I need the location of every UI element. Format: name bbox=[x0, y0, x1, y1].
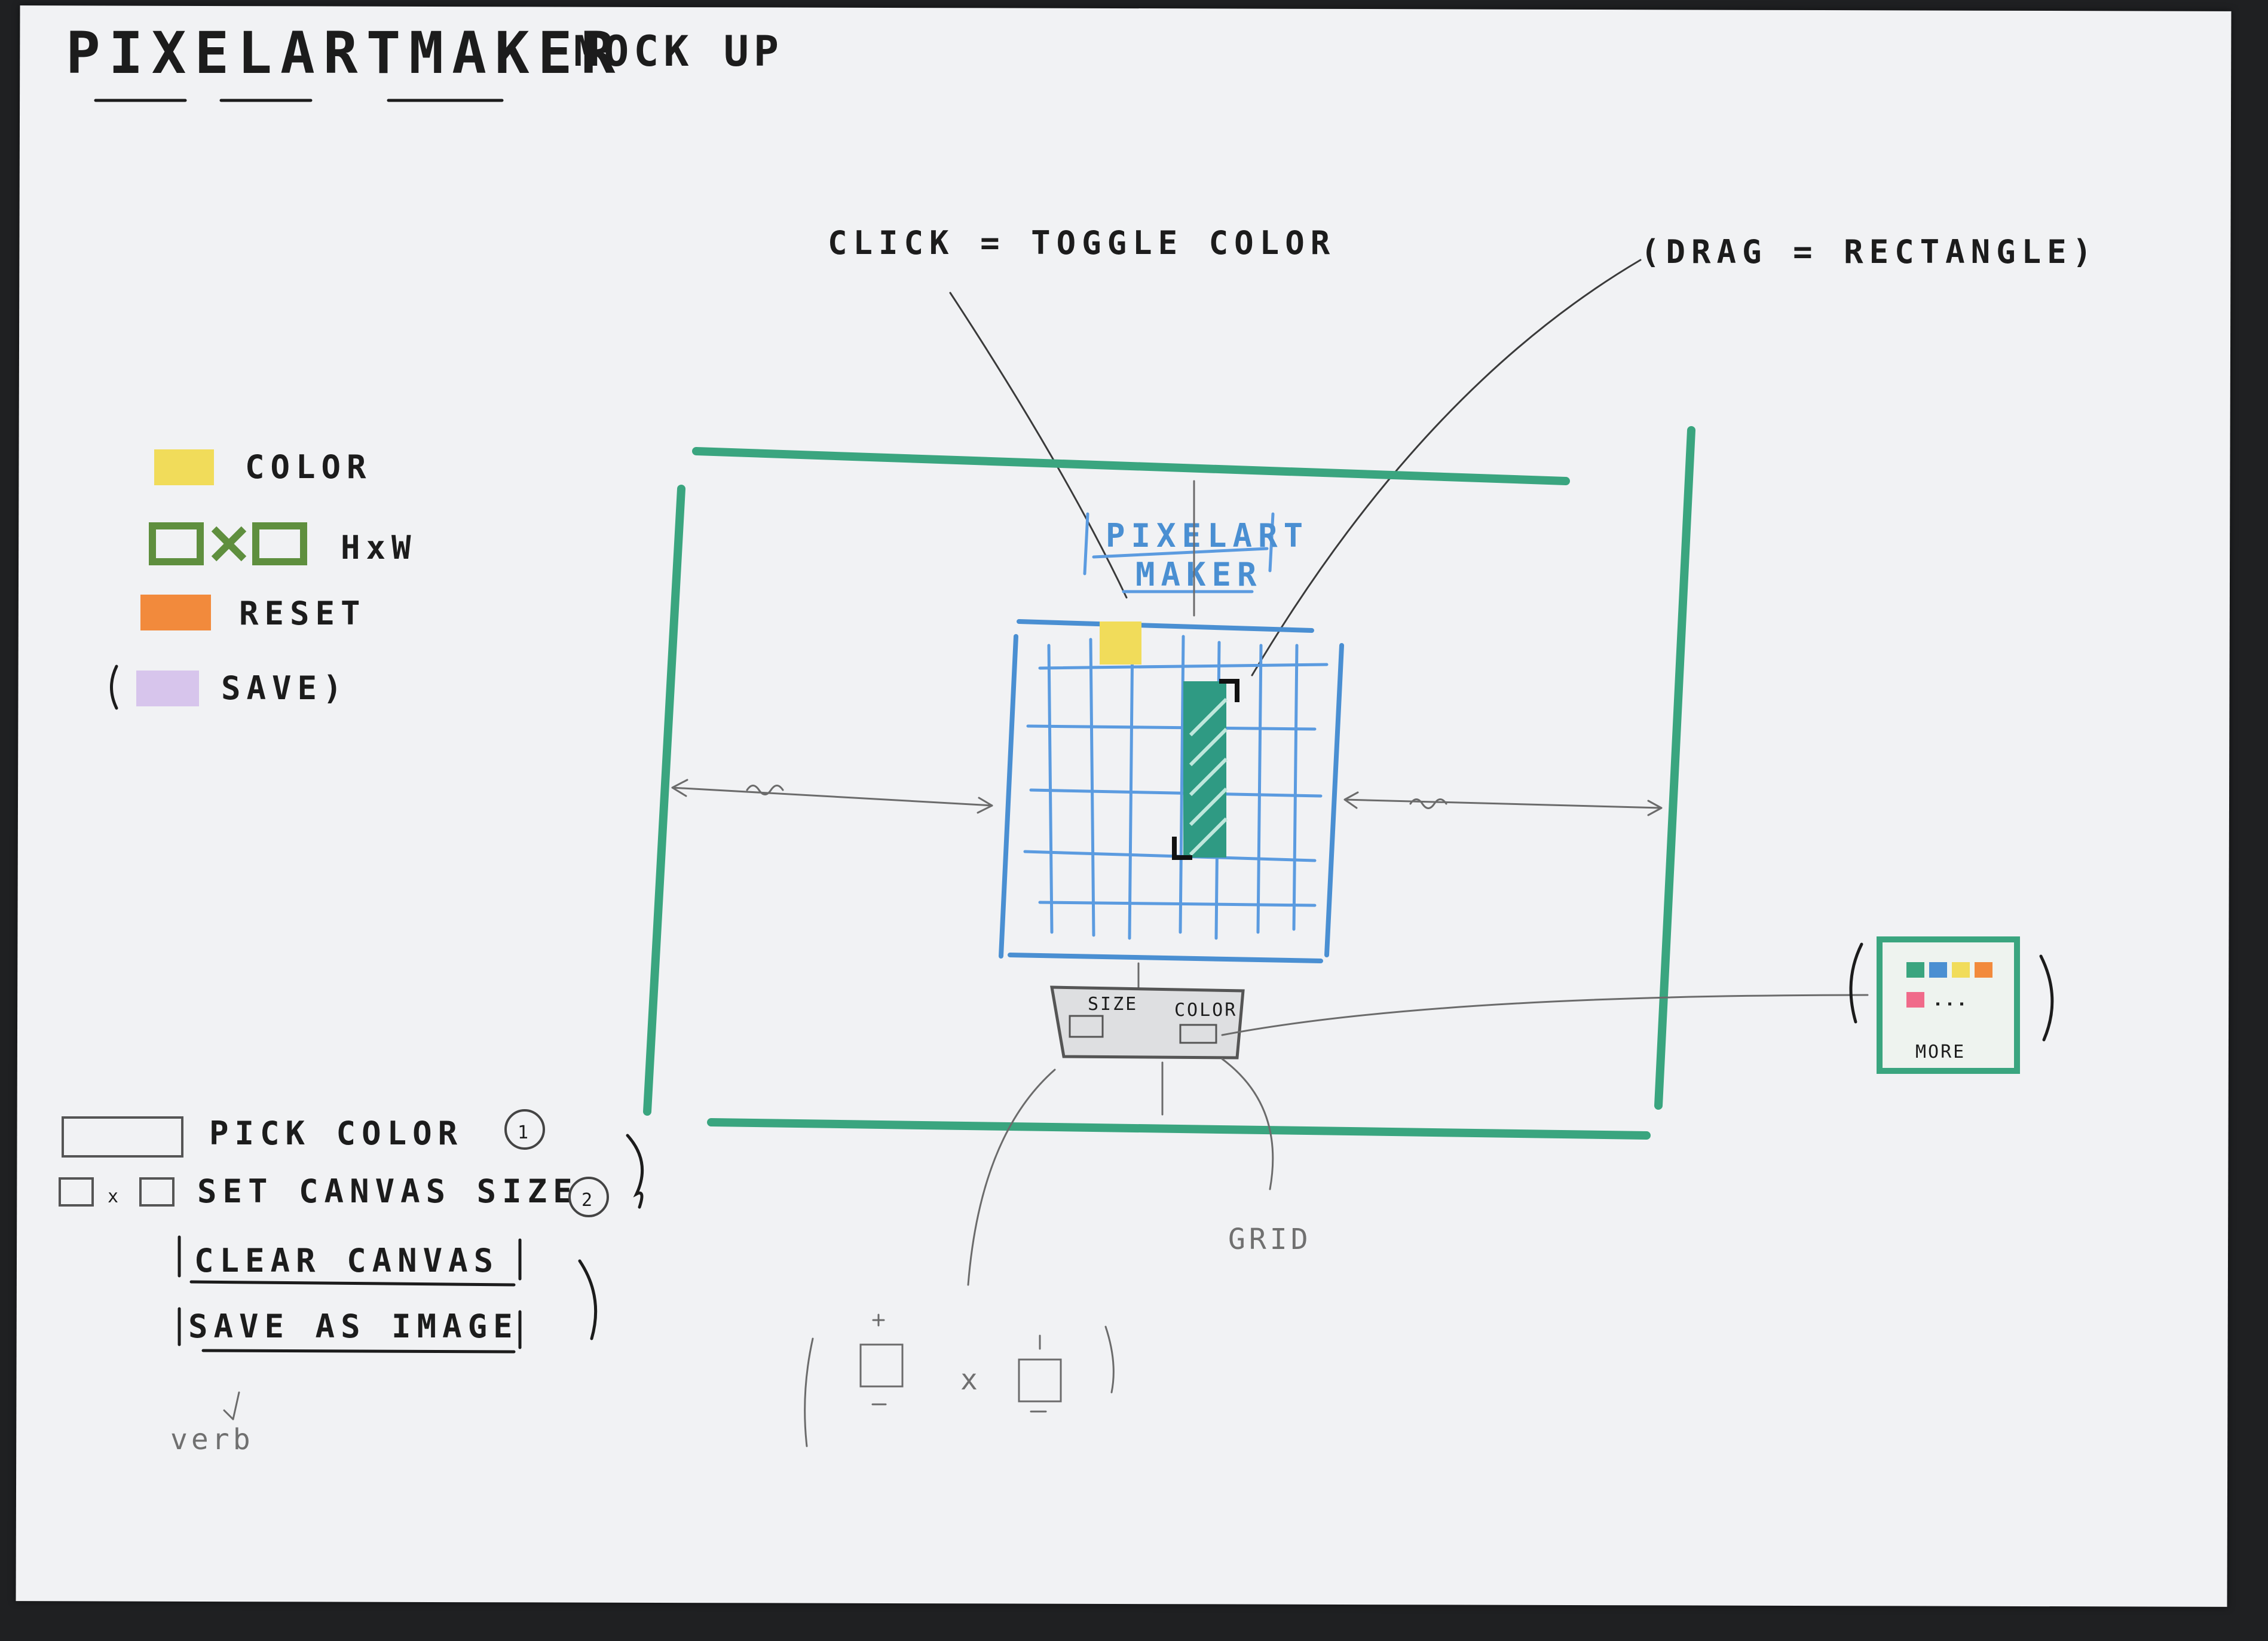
palette-more-label[interactable]: MORE bbox=[1915, 1042, 1966, 1063]
size-input-sketch: x bbox=[804, 1069, 1115, 1447]
palette-pink[interactable] bbox=[1906, 992, 1924, 1008]
pixel-grid[interactable] bbox=[999, 619, 1344, 963]
size-times: x bbox=[960, 1363, 981, 1397]
action-pick-color[interactable]: PICK COLOR bbox=[209, 1115, 463, 1152]
canvas-height-box[interactable] bbox=[59, 1177, 94, 1207]
legend-save-label: SAVE) bbox=[221, 669, 348, 707]
times-icon bbox=[211, 526, 247, 562]
width-box-icon[interactable] bbox=[252, 522, 307, 565]
height-box-icon[interactable] bbox=[149, 522, 204, 565]
palette-green[interactable] bbox=[1906, 962, 1924, 978]
drag-annotation: (DRAG = RECTANGLE) bbox=[1640, 233, 2098, 271]
legend-reset-label: RESET bbox=[239, 595, 366, 632]
action-set-canvas-size[interactable]: SET CANVAS SIZE bbox=[197, 1172, 579, 1210]
action-number-1: 1 bbox=[518, 1122, 530, 1143]
palette-blue[interactable] bbox=[1929, 962, 1947, 978]
toolbar-color-input[interactable] bbox=[1179, 1024, 1217, 1044]
svg-text:x: x bbox=[108, 1186, 120, 1207]
canvas-width-box[interactable] bbox=[139, 1177, 175, 1207]
grid-annotation: GRID bbox=[1228, 1223, 1312, 1256]
header-logo: PIXELART MAKER bbox=[1083, 512, 1309, 593]
save-swatch-icon[interactable] bbox=[136, 671, 199, 706]
toolbar-size-input[interactable] bbox=[1069, 1015, 1104, 1038]
action-number-2: 2 bbox=[581, 1190, 594, 1211]
action-clear-canvas[interactable]: CLEAR CANVAS bbox=[194, 1242, 499, 1279]
grid-pointer-line bbox=[1221, 1058, 1274, 1190]
palette-yellow[interactable] bbox=[1952, 962, 1970, 978]
drag-pointer-line bbox=[1251, 259, 1642, 676]
toolbar-size-label: SIZE bbox=[1088, 994, 1138, 1015]
app-frame bbox=[643, 426, 1695, 1140]
legend-color-label: COLOR bbox=[245, 448, 372, 486]
click-pointer-line bbox=[949, 292, 1128, 599]
pick-color-box[interactable] bbox=[62, 1116, 183, 1158]
toolbar-color-label: COLOR bbox=[1174, 1000, 1237, 1021]
palette-orange[interactable] bbox=[1975, 962, 1992, 978]
toolbar: SIZE COLOR bbox=[1050, 962, 1245, 1116]
legend: COLOR HxW RESET SAVE) bbox=[110, 448, 417, 710]
reset-swatch-icon[interactable] bbox=[140, 595, 211, 630]
logo-line1: PIXELART bbox=[1106, 517, 1309, 555]
palette-popup: MORE bbox=[1221, 936, 2054, 1074]
action-save-as-image[interactable]: SAVE AS IMAGE bbox=[188, 1308, 519, 1345]
side-spacing-arrows bbox=[671, 779, 1663, 816]
mockup-title: PIXELARTMAKER bbox=[66, 20, 623, 87]
verb-annotation: verb bbox=[170, 1423, 254, 1456]
color-swatch-icon[interactable] bbox=[154, 449, 214, 485]
click-annotation: CLICK = TOGGLE COLOR bbox=[828, 224, 1336, 262]
logo-line2: MAKER bbox=[1135, 556, 1263, 593]
mockup-subtitle: MOCK UP bbox=[574, 27, 783, 76]
optional-bracket bbox=[110, 665, 118, 710]
toggled-cell[interactable] bbox=[1100, 622, 1141, 665]
actions-list: PICK COLOR 1 x SET CANVAS SIZE 2 CLEAR C… bbox=[59, 1109, 644, 1456]
legend-hxw-label: HxW bbox=[341, 529, 417, 567]
